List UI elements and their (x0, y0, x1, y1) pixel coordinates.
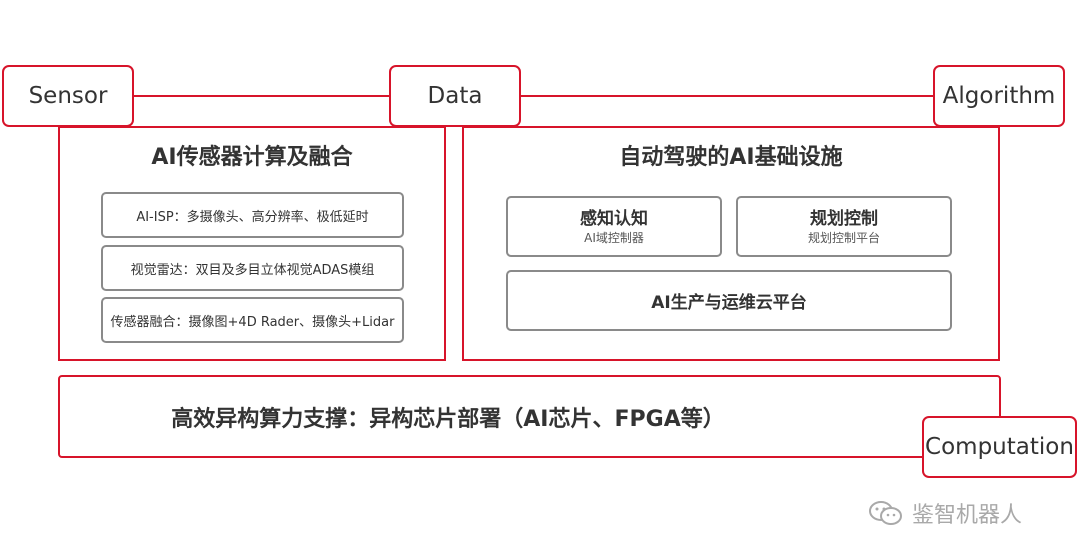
connector-data-algorithm (520, 95, 934, 97)
algorithm-tag-label: Algorithm (942, 83, 1056, 109)
sensor-item-label: AI-ISP：多摄像头、高分辨率、极低延时 (136, 209, 369, 225)
planning-subtitle: 规划控制平台 (807, 230, 880, 245)
data-tag: Data (389, 65, 521, 127)
perception-box: 感知认知 AI域控制器 (506, 196, 722, 257)
data-tag-label: Data (427, 83, 483, 109)
watermark-text: 鉴智机器人 (912, 503, 1023, 528)
sensor-tag: Sensor (2, 65, 134, 127)
sensor-panel-title: AI传感器计算及融合 (151, 145, 353, 170)
cloud-platform-label: AI生产与运维云平台 (651, 293, 807, 313)
sensor-tag-label: Sensor (28, 83, 108, 109)
sensor-item-label: 传感器融合：摄像图+4D Rader、摄像头+Lidar (110, 314, 395, 330)
perception-subtitle: AI域控制器 (584, 230, 644, 245)
sensor-item-fusion: 传感器融合：摄像图+4D Rader、摄像头+Lidar (101, 297, 404, 343)
planning-title: 规划控制 (810, 208, 878, 229)
cloud-platform-box: AI生产与运维云平台 (506, 270, 952, 331)
wechat-icon (869, 501, 902, 525)
planning-box: 规划控制 规划控制平台 (736, 196, 952, 257)
watermark: 鉴智机器人 (868, 497, 1022, 529)
connector-sensor-data (133, 95, 390, 97)
perception-title: 感知认知 (580, 208, 648, 229)
sensor-panel (58, 126, 446, 361)
sensor-item-ai-isp: AI-ISP：多摄像头、高分辨率、极低延时 (101, 192, 404, 238)
algorithm-panel-title: 自动驾驶的AI基础设施 (619, 145, 843, 170)
sensor-item-visual-radar: 视觉雷达：双目及多目立体视觉ADAS模组 (101, 245, 404, 291)
algorithm-tag: Algorithm (933, 65, 1065, 127)
computation-tag-label: Computation (925, 434, 1074, 460)
computation-tag: Computation (922, 416, 1077, 478)
computation-panel-text: 高效异构算力支撑：异构芯片部署（AI芯片、FPGA等） (171, 407, 725, 432)
sensor-item-label: 视觉雷达：双目及多目立体视觉ADAS模组 (130, 262, 375, 278)
algorithm-panel (462, 126, 1000, 361)
